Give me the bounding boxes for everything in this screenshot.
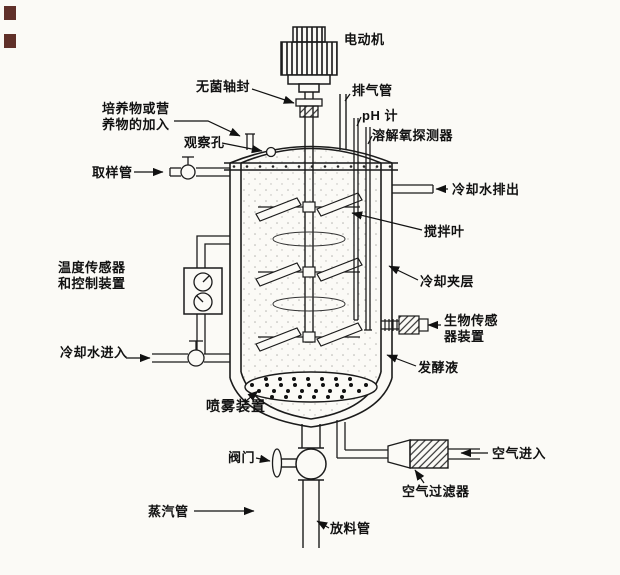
label-biosensor-line1: 生物传感 xyxy=(444,313,499,328)
label-motor: 电动机 xyxy=(344,32,385,47)
vessel-shell xyxy=(224,145,398,428)
label-air-in: 空气进入 xyxy=(492,446,547,461)
scan-artifact-2 xyxy=(4,34,16,48)
flow-swirls xyxy=(272,231,346,312)
temp-controller xyxy=(183,235,230,354)
sparger-plate xyxy=(244,371,378,403)
lid-outer xyxy=(229,145,393,164)
label-cooling-jacket: 冷却夹层 xyxy=(420,274,475,289)
label-biosensor-line2: 器装置 xyxy=(444,329,485,345)
label-sparger: 喷雾装置 xyxy=(206,398,266,414)
label-feed: 培养物或营 养物的加入 xyxy=(102,101,170,134)
label-cooling-out: 冷却水排出 xyxy=(452,182,520,197)
broth-leader xyxy=(386,354,417,367)
exhaust-leader xyxy=(344,93,351,102)
do-probe-shape xyxy=(364,127,372,331)
seal-leader xyxy=(251,88,295,104)
observation-leader xyxy=(221,142,263,154)
sampling-valve xyxy=(169,156,230,180)
broth-stipple xyxy=(241,148,381,419)
bottom-valve-assembly xyxy=(271,424,327,548)
leader-lines xyxy=(126,88,488,530)
label-feed-line2: 养物的加入 xyxy=(102,117,170,133)
label-broth: 发酵液 xyxy=(418,360,459,375)
shaft-seal xyxy=(295,98,323,118)
valve-handwheel xyxy=(271,448,283,478)
air-filter-body xyxy=(409,439,449,469)
bottom-dome-outer xyxy=(229,377,393,428)
feed-arrow xyxy=(174,120,241,137)
label-impeller: 搅拌叶 xyxy=(424,224,465,239)
observation-hole xyxy=(265,146,277,158)
cooling-inlet-valve xyxy=(152,340,230,367)
exhaust-pipe-shape xyxy=(339,94,347,150)
scan-artifacts xyxy=(4,6,16,48)
air-line xyxy=(336,420,480,469)
label-sampling-tube: 取样管 xyxy=(92,165,133,180)
motor xyxy=(280,26,338,93)
ph-leader xyxy=(356,116,362,127)
impellers xyxy=(255,192,363,352)
label-biosensor: 生物传感 器装置 xyxy=(444,313,498,346)
do-leader xyxy=(367,135,373,145)
jacket-leader xyxy=(388,265,419,281)
lid-inner xyxy=(240,147,382,164)
label-cooling-in: 冷却水进入 xyxy=(60,345,128,360)
label-sterile-seal: 无菌轴封 xyxy=(196,79,251,94)
discharge-leader xyxy=(316,520,330,530)
label-air-filter: 空气过滤器 xyxy=(402,484,470,499)
sparger-holes xyxy=(250,377,368,399)
label-temp-line2: 和控制装置 xyxy=(58,276,126,292)
label-temp-line1: 温度传感器 xyxy=(58,260,126,275)
label-temp-sensor: 温度传感器 和控制装置 xyxy=(58,260,126,293)
flange-bolts xyxy=(232,165,392,168)
scan-artifact-1 xyxy=(4,6,16,20)
label-exhaust-pipe: 排气管 xyxy=(352,83,393,98)
label-feed-line1: 培养物或营 xyxy=(102,101,170,116)
label-observation-port: 观察孔 xyxy=(184,135,225,150)
label-discharge-pipe: 放料管 xyxy=(330,521,371,536)
impeller-leader xyxy=(351,211,423,231)
biosensor-fitting xyxy=(381,315,429,335)
label-steam-pipe: 蒸汽管 xyxy=(148,504,189,519)
sparger-leader xyxy=(245,390,259,402)
air-filter-leader xyxy=(414,469,425,484)
label-do-probe: 溶解氧探测器 xyxy=(372,128,454,143)
label-ph-meter: pH 计 xyxy=(362,108,398,123)
valve-leader xyxy=(255,454,271,463)
label-valve: 阀门 xyxy=(228,450,256,465)
cooling-outlet-pipe xyxy=(392,184,434,194)
